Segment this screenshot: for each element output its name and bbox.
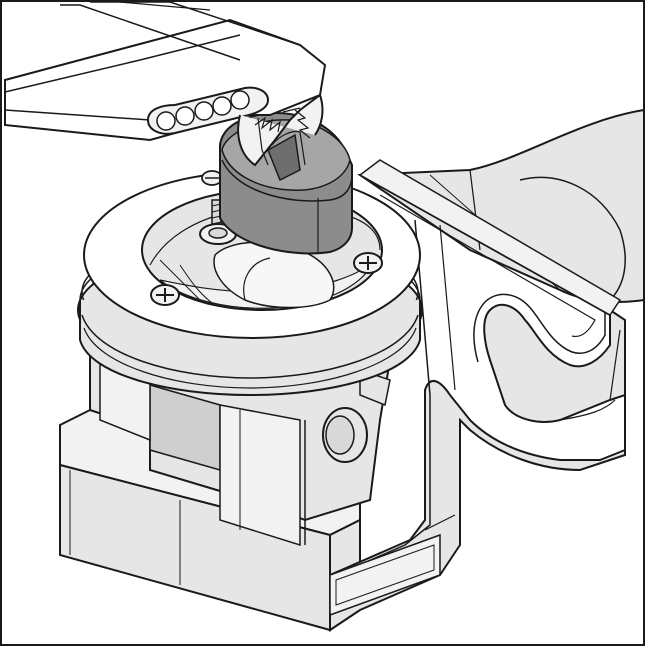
screw-icon [150,284,180,306]
wrench-icon [4,1,327,167]
wrench-handle-holes [146,86,270,135]
screw-icon [199,199,237,245]
siphon-pipe [329,159,626,632]
screw-icon [353,252,383,274]
